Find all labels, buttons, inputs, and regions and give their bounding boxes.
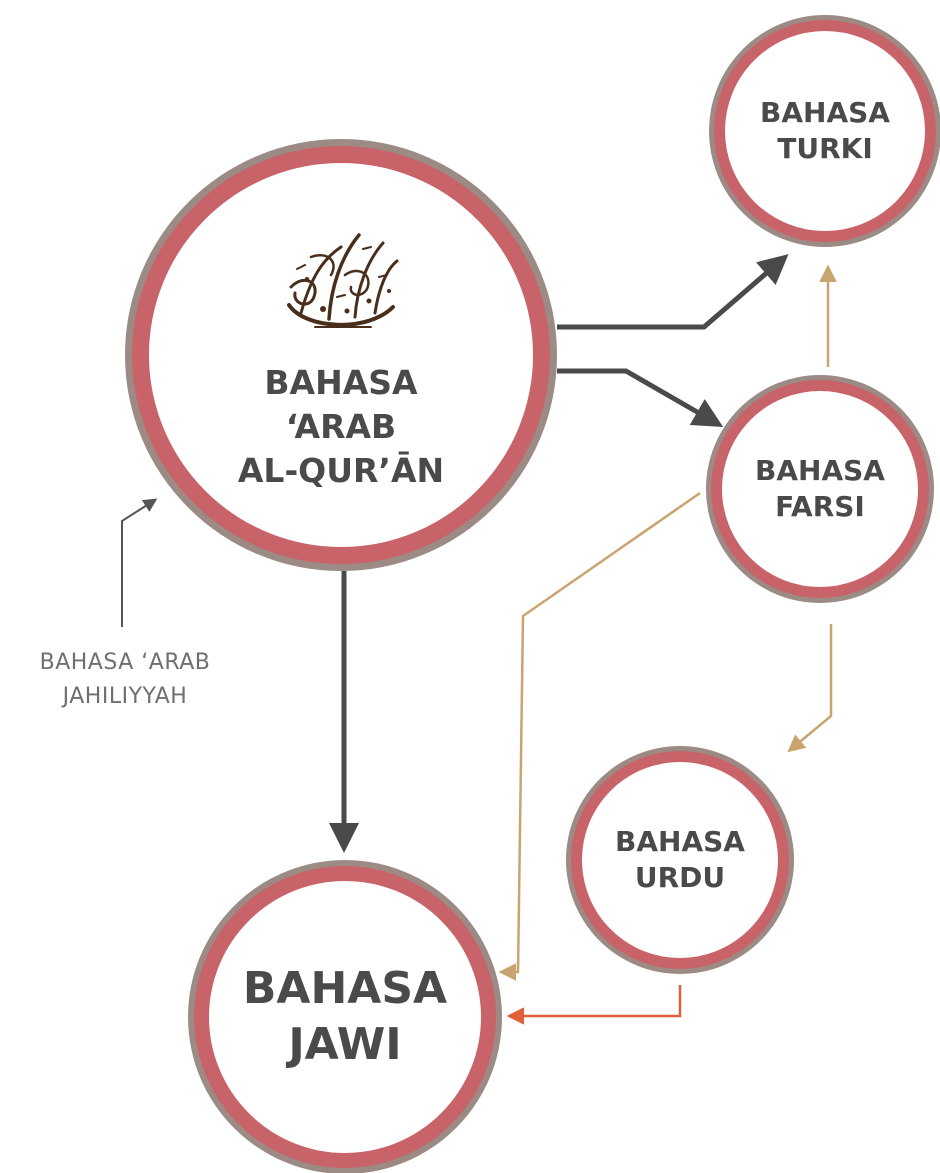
node-turki-line2: TURKI xyxy=(777,132,873,165)
node-farsi-line1: BAHASA xyxy=(755,454,885,487)
arrow-urdu-to-jawi xyxy=(506,985,682,1025)
node-arab-line1: BAHASA xyxy=(264,363,418,402)
arrow-farsi-to-urdu xyxy=(787,624,833,753)
node-urdu-line1: BAHASA xyxy=(615,825,745,858)
node-bahasa-turki: BAHASA TURKI xyxy=(714,20,936,242)
node-urdu-line2: URDU xyxy=(634,861,726,894)
node-bahasa-urdu: BAHASA URDU xyxy=(571,751,789,969)
node-arab-line3: AL-QUR’ĀN xyxy=(237,451,445,490)
arrow-arab-to-farsi xyxy=(557,368,724,427)
node-jawi-line1: BAHASA xyxy=(242,963,448,1014)
node-farsi-line2: FARSI xyxy=(775,490,865,523)
arrow-jahiliyyah-to-arab xyxy=(121,498,158,627)
quran-calligraphy-icon xyxy=(287,233,399,328)
node-bahasa-arab-al-quran: BAHASA ‘ARAB AL-QUR’ĀN xyxy=(132,146,550,564)
node-bahasa-farsi: BAHASA FARSI xyxy=(711,380,929,598)
arrow-farsi-to-jawi xyxy=(498,491,701,981)
annotation-line1: BAHASA ‘ARAB xyxy=(39,650,211,675)
node-turki-line1: BAHASA xyxy=(760,96,890,129)
annotation-line2: JAHILIYYAH xyxy=(62,684,188,709)
node-bahasa-jawi: BAHASA JAWI xyxy=(194,866,496,1168)
node-arab-line2: ‘ARAB xyxy=(285,407,397,446)
arrow-arab-to-turki xyxy=(557,254,789,330)
node-jawi-line2: JAWI xyxy=(288,1019,402,1070)
annotation-bahasa-arab-jahiliyyah: BAHASA ‘ARAB JAHILIYYAH xyxy=(0,646,250,714)
